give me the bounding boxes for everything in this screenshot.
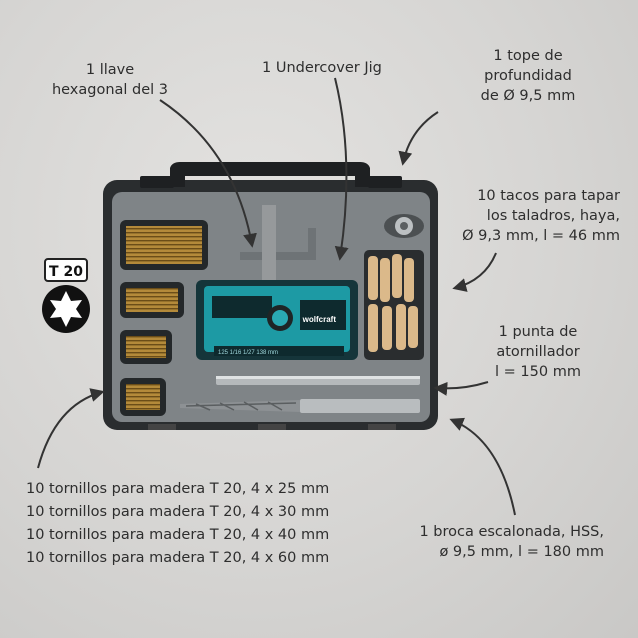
label-drill: 1 broca escalonada, HSS, ø 9,5 mm, l = 1… <box>419 524 604 560</box>
screws-line-30: 10 tornillos para madera T 20, 4 x 30 mm <box>26 504 330 520</box>
step-drill <box>180 399 420 413</box>
torx-badge: T 20 <box>42 258 90 333</box>
label-bit: 1 punta de atornillador l = 150 mm <box>495 324 581 380</box>
wood-plugs <box>364 250 424 360</box>
leader-drill <box>449 417 516 516</box>
torx-badge-text: T 20 <box>49 264 83 280</box>
label-screws: 10 tornillos para madera T 20, 4 x 25 mm… <box>26 478 329 570</box>
leader-bit <box>433 381 489 396</box>
label-plugs: 10 tacos para tapar los taladros, haya, … <box>462 188 620 244</box>
depth-stop <box>384 214 424 238</box>
undercover-jig: wolfcraft 125 1/16 1/27 138 mm <box>196 205 358 360</box>
leader-lines <box>37 77 516 516</box>
screws-line-60: 10 tornillos para madera T 20, 4 x 60 mm <box>26 550 330 566</box>
label-depth-stop: 1 tope de profundidad de Ø 9,5 mm <box>480 48 576 104</box>
screwdriver-bit <box>216 376 420 385</box>
leader-jig <box>334 77 349 261</box>
jig-scale-text: 125 1/16 1/27 138 mm <box>218 350 278 356</box>
screws-line-40: 10 tornillos para madera T 20, 4 x 40 mm <box>26 527 330 543</box>
label-jig: 1 Undercover Jig <box>262 60 382 76</box>
torx-star-icon <box>50 291 82 327</box>
screws-line-25: 10 tornillos para madera T 20, 4 x 25 mm <box>26 481 330 497</box>
jig-brand-text: wolfcraft <box>302 315 337 324</box>
hex-key <box>240 228 316 260</box>
leader-depth-stop <box>398 111 439 166</box>
label-hex-key: 1 llave hexagonal del 3 <box>51 62 169 98</box>
leader-screws <box>37 388 105 469</box>
leader-hex-key <box>159 99 257 248</box>
leader-plugs <box>452 252 497 292</box>
screw-compartments <box>120 220 208 416</box>
